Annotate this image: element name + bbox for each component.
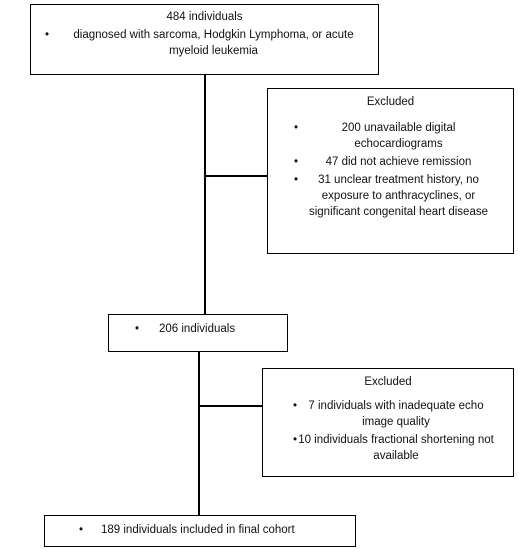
exclusion-box-2-list: • 7 individuals with inadequate echo ima… [263, 398, 513, 466]
bullet-icon: • [294, 174, 299, 186]
connector-vertical-2 [198, 352, 200, 515]
bullet-icon: • [79, 524, 84, 536]
list-item: • 47 did not achieve remission [268, 154, 513, 172]
list-item-text: 200 unavailable digital echocardiograms [341, 122, 456, 150]
list-item: • 10 individuals fractional shortening n… [263, 432, 513, 466]
exclusion-box-2-title: Excluded [364, 376, 412, 388]
list-item-text: 31 unclear treatment history, no exposur… [308, 174, 488, 218]
bullet-icon: • [45, 29, 50, 41]
connector-branch-2 [199, 405, 262, 407]
exclusion-box-1-title: Excluded [366, 96, 415, 108]
bullet-icon: • [294, 156, 299, 168]
start-box-item: • diagnosed with sarcoma, Hodgkin Lympho… [31, 27, 378, 59]
final-cohort-box: • 189 individuals included in final coho… [44, 515, 356, 547]
start-box-item-text: diagnosed with sarcoma, Hodgkin Lymphoma… [73, 29, 354, 57]
final-cohort-item: • 189 individuals included in final coho… [45, 522, 355, 538]
exclusion-box-1-list: • 200 unavailable digital echocardiogram… [268, 120, 513, 222]
final-cohort-item-text: 189 individuals included in final cohort [101, 524, 295, 536]
bullet-icon: • [293, 434, 298, 446]
bullet-icon: • [293, 400, 298, 412]
bullet-icon: • [294, 122, 299, 134]
exclusion-box-2: Excluded • 7 individuals with inadequate… [262, 368, 514, 477]
intermediate-box-item-text: 206 individuals [159, 323, 236, 335]
exclusion-box-1: Excluded • 200 unavailable digital echoc… [267, 88, 514, 254]
list-item-text: 10 individuals fractional shortening not… [298, 434, 494, 462]
connector-vertical-1 [204, 75, 206, 314]
list-item: • 7 individuals with inadequate echo ima… [263, 398, 513, 432]
list-item-text: 47 did not achieve remission [325, 156, 472, 168]
list-item: • 31 unclear treatment history, no expos… [268, 172, 513, 222]
start-box: 484 individuals • diagnosed with sarcoma… [30, 4, 379, 75]
intermediate-box-item: • 206 individuals [109, 321, 287, 337]
start-box-title: 484 individuals [166, 11, 243, 23]
list-item: • 200 unavailable digital echocardiogram… [268, 120, 513, 154]
connector-branch-1 [205, 175, 267, 177]
bullet-icon: • [135, 323, 140, 335]
list-item-text: 7 individuals with inadequate echo image… [308, 400, 484, 428]
intermediate-box: • 206 individuals [108, 314, 288, 352]
